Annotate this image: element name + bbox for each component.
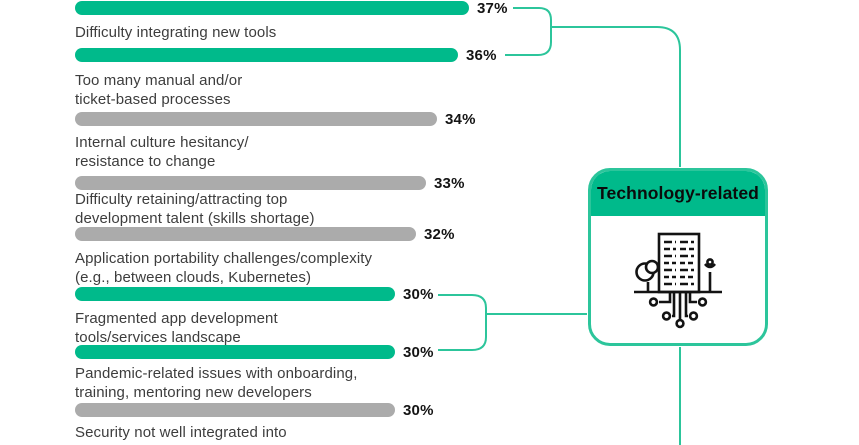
bar-label: Too many manual and/or ticket-based proc… [75,72,243,108]
bar-row-5: 32% [75,225,455,243]
bar-label: Pandemic-related issues with onboarding,… [75,365,358,401]
bar [75,403,395,417]
building-with-circuit-roots-icon [634,232,722,329]
bar-row-1: 37% [75,0,508,17]
bar-row-2: 36% [75,46,497,64]
bar-row-4: 33% [75,174,465,192]
bar-row-3: 34% [75,110,476,128]
bar [75,227,416,241]
bar-value-label: 30% [403,285,434,303]
bracket-top-to-box [551,26,681,167]
bar-value-label: 36% [466,46,497,64]
bar-label: Security not well integrated into [75,424,287,441]
group-box-technology-related: Technology-related [588,168,768,346]
bar-label: Difficulty retaining/attracting top deve… [75,191,315,227]
bar [75,112,437,126]
bar-value-label: 33% [434,174,465,192]
bar-value-label: 30% [403,343,434,361]
bar [75,345,395,359]
bar-row-7: 30% [75,343,434,361]
group-box-icon-area [591,216,765,343]
bar-value-label: 30% [403,401,434,419]
bar [75,287,395,301]
group-box-title: Technology-related [591,171,765,216]
bar-value-label: 32% [424,225,455,243]
bar-label: Internal culture hesitancy/ resistance t… [75,134,249,170]
bar-label: Application portability challenges/compl… [75,250,373,286]
bar [75,176,426,190]
bar-row-6: 30% [75,285,434,303]
bar-value-label: 34% [445,110,476,128]
bar-row-8: 30% [75,401,434,419]
bar [75,1,469,15]
bar [75,48,458,62]
bar-value-label: 37% [477,0,508,17]
bar-label: Difficulty integrating new tools [75,24,277,41]
bar-label: Fragmented app development tools/service… [75,310,278,346]
